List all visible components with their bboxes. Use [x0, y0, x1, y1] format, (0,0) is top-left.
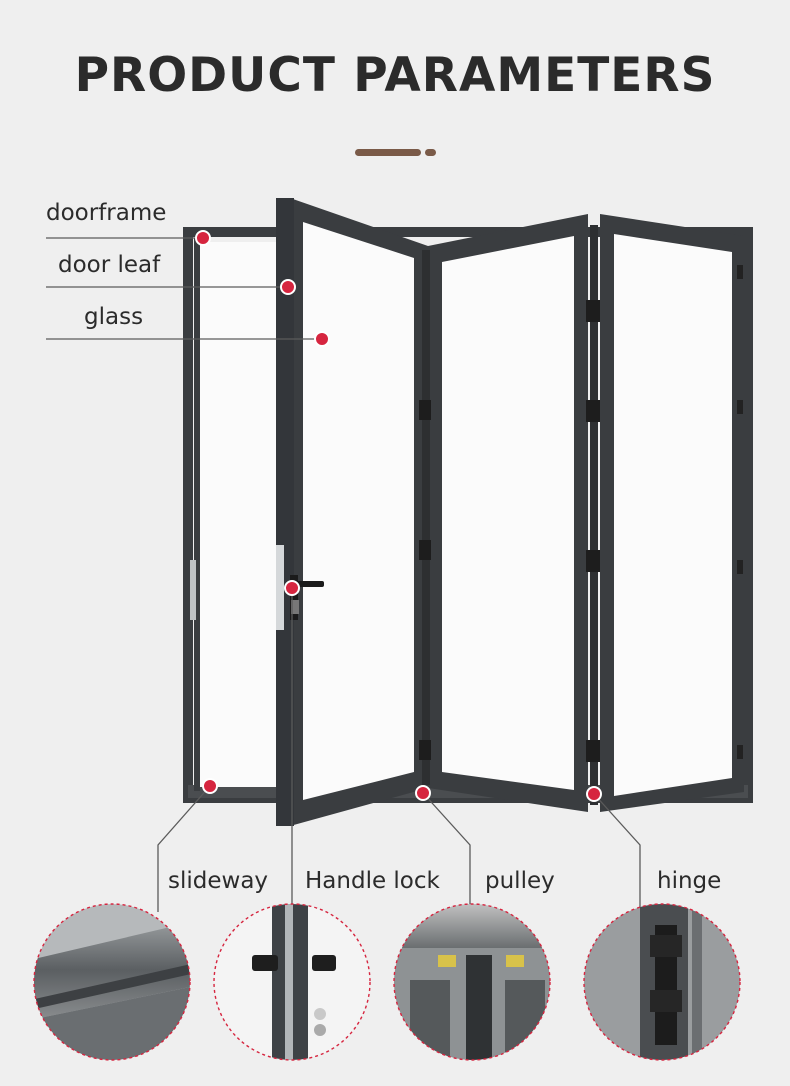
detail-slideway	[33, 903, 191, 1061]
callout-pulley: pulley	[485, 868, 555, 894]
callout-hinge: hinge	[657, 868, 722, 894]
callout-handle-lock: Handle lock	[305, 868, 440, 894]
detail-handle-lock	[213, 903, 371, 1061]
title-accent-dot	[425, 149, 436, 156]
door-panel-2	[290, 198, 431, 826]
marker-dots	[195, 230, 602, 802]
page-title: PRODUCT PARAMETERS	[74, 48, 716, 103]
detail-pulley	[393, 903, 551, 1061]
callout-glass: glass	[84, 304, 144, 330]
callout-door-leaf: door leaf	[58, 252, 161, 278]
title-accent-bar	[355, 149, 421, 156]
callout-doorframe: doorframe	[46, 200, 167, 226]
callout-lines	[46, 237, 641, 912]
callout-slideway: slideway	[168, 868, 269, 894]
door-panel-1	[190, 198, 324, 826]
door-panel-3	[428, 214, 600, 812]
door-panel-4	[600, 214, 744, 812]
detail-hinge	[583, 903, 741, 1061]
